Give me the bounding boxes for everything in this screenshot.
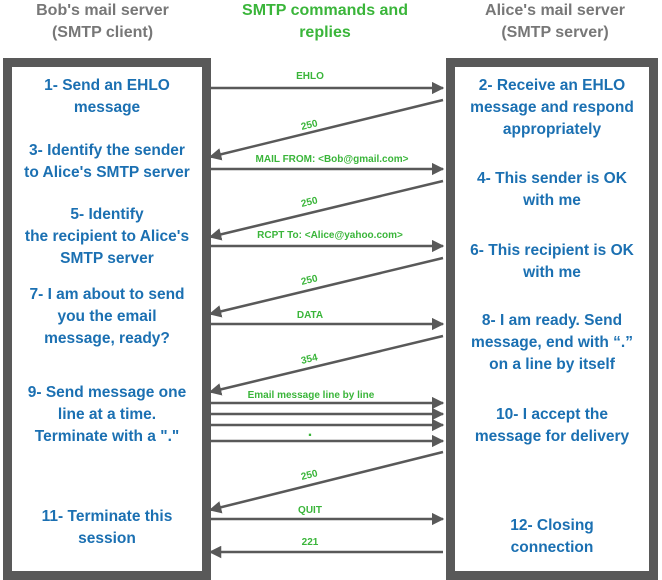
reply-250-terminator-arrow — [208, 450, 444, 514]
reply-250-mail-from-label: 250 — [300, 195, 319, 210]
reply-221-label: 221 — [302, 537, 319, 548]
client-step-5: 5- Identify the recipient to Alice's SMT… — [24, 206, 190, 267]
client-step-11: 11- Terminate this session — [41, 508, 173, 547]
quit-label: QUIT — [298, 505, 322, 516]
client-step-3: 3- Identify the sender to Alice's SMTP s… — [24, 142, 190, 181]
client-step-1: 1- Send an EHLO message — [44, 77, 170, 116]
server-step-2: 2- Receive an EHLO message and respond a… — [470, 77, 634, 138]
client-step-9: 9- Send message one line at a time. Term… — [27, 384, 187, 445]
commands-header: SMTP commands and replies — [242, 2, 408, 41]
data-label: DATA — [297, 310, 323, 321]
reply-250-terminator-label: 250 — [300, 468, 319, 483]
reply-354-label: 354 — [300, 352, 319, 367]
reply-250-rcpt-to-label: 250 — [300, 273, 319, 288]
server-step-6: 6- This recipient is OK with me — [470, 242, 634, 281]
server-header: Alice's mail server (SMTP server) — [485, 2, 625, 41]
terminator-label: . — [308, 423, 312, 440]
client-header: Bob's mail server (SMTP client) — [36, 2, 169, 41]
mail-from-label: MAIL FROM: <Bob@gmail.com> — [256, 154, 409, 165]
client-panel — [3, 58, 211, 580]
server-panel — [446, 58, 658, 580]
server-step-10: 10- I accept the message for delivery — [474, 406, 630, 445]
server-step-8: 8- I am ready. Send message, end with “.… — [471, 312, 633, 373]
reply-250-mail-from-arrow — [208, 179, 444, 241]
reply-250-rcpt-to-arrow — [208, 256, 444, 318]
message-lines-label: Email message line by line — [248, 390, 375, 401]
reply-250-ehlo-label: 250 — [300, 118, 319, 133]
server-step-4: 4- This sender is OK with me — [477, 170, 627, 209]
ehlo-label: EHLO — [296, 71, 324, 82]
reply-250-ehlo-arrow — [208, 98, 444, 161]
client-step-7: 7- I am about to send you the email mess… — [29, 286, 185, 347]
server-step-12: 12- Closing connection — [510, 517, 594, 556]
reply-354-arrow — [208, 334, 444, 396]
rcpt-to-label: RCPT To: <Alice@yahoo.com> — [257, 230, 403, 241]
